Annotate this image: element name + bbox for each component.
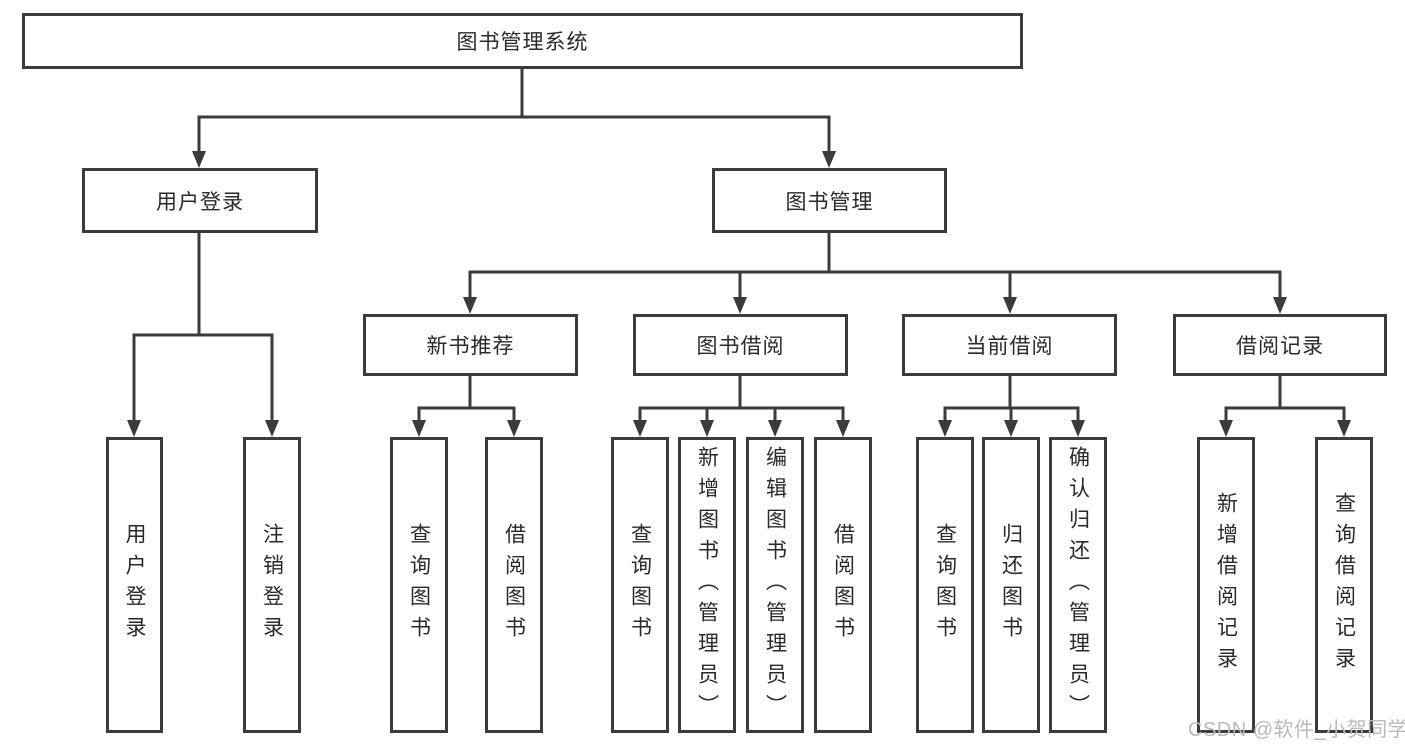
leaf-borrow-books-recommend: 借阅图书 (485, 437, 543, 733)
leaf-return-books: 归还图书 (982, 437, 1040, 733)
node-library-system-label: 图书管理系统 (456, 31, 589, 54)
node-book-management-label: 图书管理 (785, 190, 874, 214)
leaf-add-borrow-record: 新增借阅记录 (1197, 437, 1255, 733)
leaf-query-books-current: 查询图书 (916, 437, 974, 733)
leaf-query-books-borrowing-label: 查询图书 (628, 523, 652, 647)
leaf-borrow-books-recommend-label: 借阅图书 (502, 523, 526, 647)
connector-newbooks-to-leaves (412, 376, 521, 437)
leaf-user-login-label: 用户登录 (123, 523, 146, 647)
leaf-add-books-admin: 新增图书（管理员） (678, 437, 736, 733)
connector-records-to-leaves (1219, 376, 1351, 437)
leaf-add-books-admin-label: 新增图书（管理员） (695, 445, 719, 725)
leaf-query-borrow-record: 查询借阅记录 (1315, 437, 1373, 733)
leaf-edit-books-admin: 编辑图书（管理员） (746, 437, 804, 733)
node-current-borrowing: 当前借阅 (902, 314, 1117, 376)
node-library-system: 图书管理系统 (22, 13, 1023, 69)
connector-bookmgmt-to-level3 (463, 233, 1287, 314)
leaf-edit-books-admin-label: 编辑图书（管理员） (763, 445, 787, 725)
connector-borrowing-to-leaves (633, 376, 850, 437)
leaf-confirm-return-admin: 确认归还（管理员） (1049, 437, 1107, 733)
node-new-book-recommend-label: 新书推荐 (426, 335, 515, 358)
leaf-query-books-borrowing: 查询图书 (611, 437, 669, 733)
node-book-management: 图书管理 (712, 168, 947, 233)
node-book-borrowing-label: 图书借阅 (696, 335, 785, 358)
leaf-query-books-current-label: 查询图书 (933, 523, 957, 647)
leaf-query-books-recommend: 查询图书 (390, 437, 448, 733)
node-user-login-group-label: 用户登录 (156, 190, 244, 214)
node-book-borrowing: 图书借阅 (633, 314, 848, 376)
node-borrow-records-label: 借阅记录 (1236, 335, 1324, 358)
leaf-query-books-recommend-label: 查询图书 (407, 523, 431, 647)
node-current-borrowing-label: 当前借阅 (965, 335, 1054, 358)
csdn-watermark: CSDN @软件_小贺同学 (1188, 719, 1405, 741)
leaf-borrow-books-label: 借阅图书 (831, 523, 855, 647)
leaf-logout-label: 注销登录 (260, 523, 284, 647)
leaf-user-login: 用户登录 (106, 437, 163, 733)
leaf-confirm-return-admin-label: 确认归还（管理员） (1066, 445, 1090, 725)
leaf-add-borrow-record-label: 新增借阅记录 (1214, 492, 1238, 678)
leaf-logout: 注销登录 (243, 437, 301, 733)
connector-root-to-level2 (192, 69, 836, 168)
node-user-login-group: 用户登录 (82, 168, 318, 233)
leaf-query-borrow-record-label: 查询借阅记录 (1332, 492, 1356, 678)
connector-userlogin-to-leaves (127, 233, 279, 437)
connector-current-to-leaves (938, 376, 1085, 437)
leaf-borrow-books: 借阅图书 (814, 437, 872, 733)
node-borrow-records: 借阅记录 (1173, 314, 1387, 376)
leaf-return-books-label: 归还图书 (999, 523, 1023, 647)
node-new-book-recommend: 新书推荐 (363, 314, 578, 376)
